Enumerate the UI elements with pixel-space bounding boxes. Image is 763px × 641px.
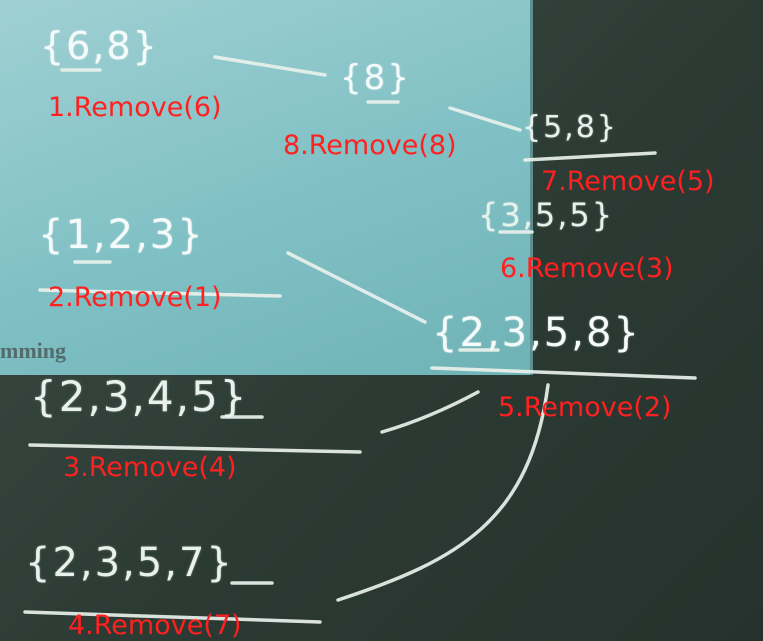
underline-s2345 <box>28 443 362 454</box>
edge-s123-s2358 <box>286 251 427 324</box>
label-step-6: 6.Remove(3) <box>500 253 674 284</box>
set-3-5-5: {3,5,5} <box>478 196 615 234</box>
underline-s2358 <box>430 366 697 380</box>
set-1-2-3: {1,2,3} <box>38 212 205 258</box>
set-5-8: {5,8} <box>522 110 618 145</box>
edge-s2357-s2358 <box>336 383 550 602</box>
label-step-2: 2.Remove(1) <box>48 282 222 313</box>
set-2-3-5-7: {2,3,5,7} <box>25 540 234 586</box>
projection-screen <box>0 0 530 375</box>
label-step-5: 5.Remove(2) <box>498 392 672 423</box>
label-step-3: 3.Remove(4) <box>63 452 237 483</box>
edge-s2345-s2358 <box>380 390 480 434</box>
underline-s2357 <box>23 610 322 624</box>
underline-s58 <box>523 151 657 162</box>
underline-s123 <box>38 288 282 298</box>
label-step-8: 8.Remove(8) <box>283 130 457 161</box>
edge-s8-s58 <box>448 106 522 132</box>
set-2-3-4-5: {2,3,4,5} <box>30 372 249 421</box>
projection-text: mming <box>0 338 66 363</box>
set-2-3-5-8: {2,3,5,8} <box>432 310 641 356</box>
set-6-8: {6,8} <box>40 24 159 68</box>
set-8: {8} <box>340 58 411 98</box>
label-step-1: 1.Remove(6) <box>48 92 222 123</box>
edge-s68-s8 <box>213 55 327 77</box>
projection-edge <box>530 0 533 375</box>
label-step-4: 4.Remove(7) <box>68 610 242 641</box>
label-step-7: 7.Remove(5) <box>541 166 715 197</box>
